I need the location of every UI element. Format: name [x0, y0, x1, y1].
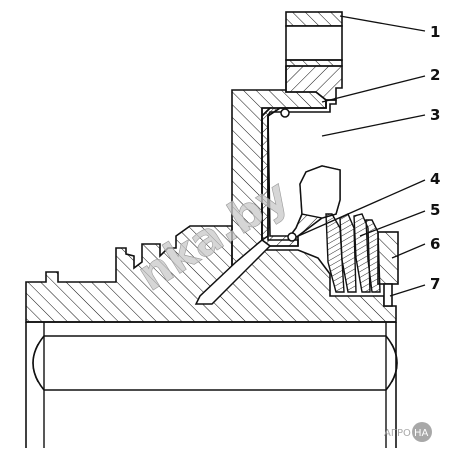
- lower-bore: [25, 322, 398, 448]
- leader-2: [321, 75, 426, 103]
- leader-1: [339, 15, 426, 32]
- callout-3: 3: [430, 106, 440, 124]
- logo-text-left: АГРО: [384, 428, 411, 439]
- logo: АГРО НА: [384, 422, 432, 442]
- callout-4: 4: [430, 170, 440, 188]
- leader-3: [321, 114, 426, 137]
- logo-text-right: НА: [414, 428, 429, 439]
- logo-badge: [412, 422, 432, 442]
- leader-5: [359, 210, 426, 237]
- callout-5: 5: [430, 201, 440, 219]
- callout-1: 1: [430, 23, 440, 41]
- callout-7: 7: [430, 275, 440, 293]
- leader-7: [389, 284, 426, 297]
- leader-lines: [295, 15, 426, 297]
- part-3-housing: [231, 65, 343, 270]
- part-6-retainer: [377, 231, 399, 285]
- part-1-flange: [285, 11, 343, 67]
- leader-4: [295, 179, 426, 238]
- leader-6: [391, 243, 426, 259]
- part-7-snap-ring: [383, 283, 393, 307]
- callout-6: 6: [430, 235, 440, 253]
- o-ring-upper: [280, 108, 290, 118]
- o-ring-lower: [287, 232, 297, 242]
- shaft-body: [25, 225, 397, 323]
- part-5-spring-stack: [325, 213, 381, 293]
- callout-2: 2: [430, 66, 440, 84]
